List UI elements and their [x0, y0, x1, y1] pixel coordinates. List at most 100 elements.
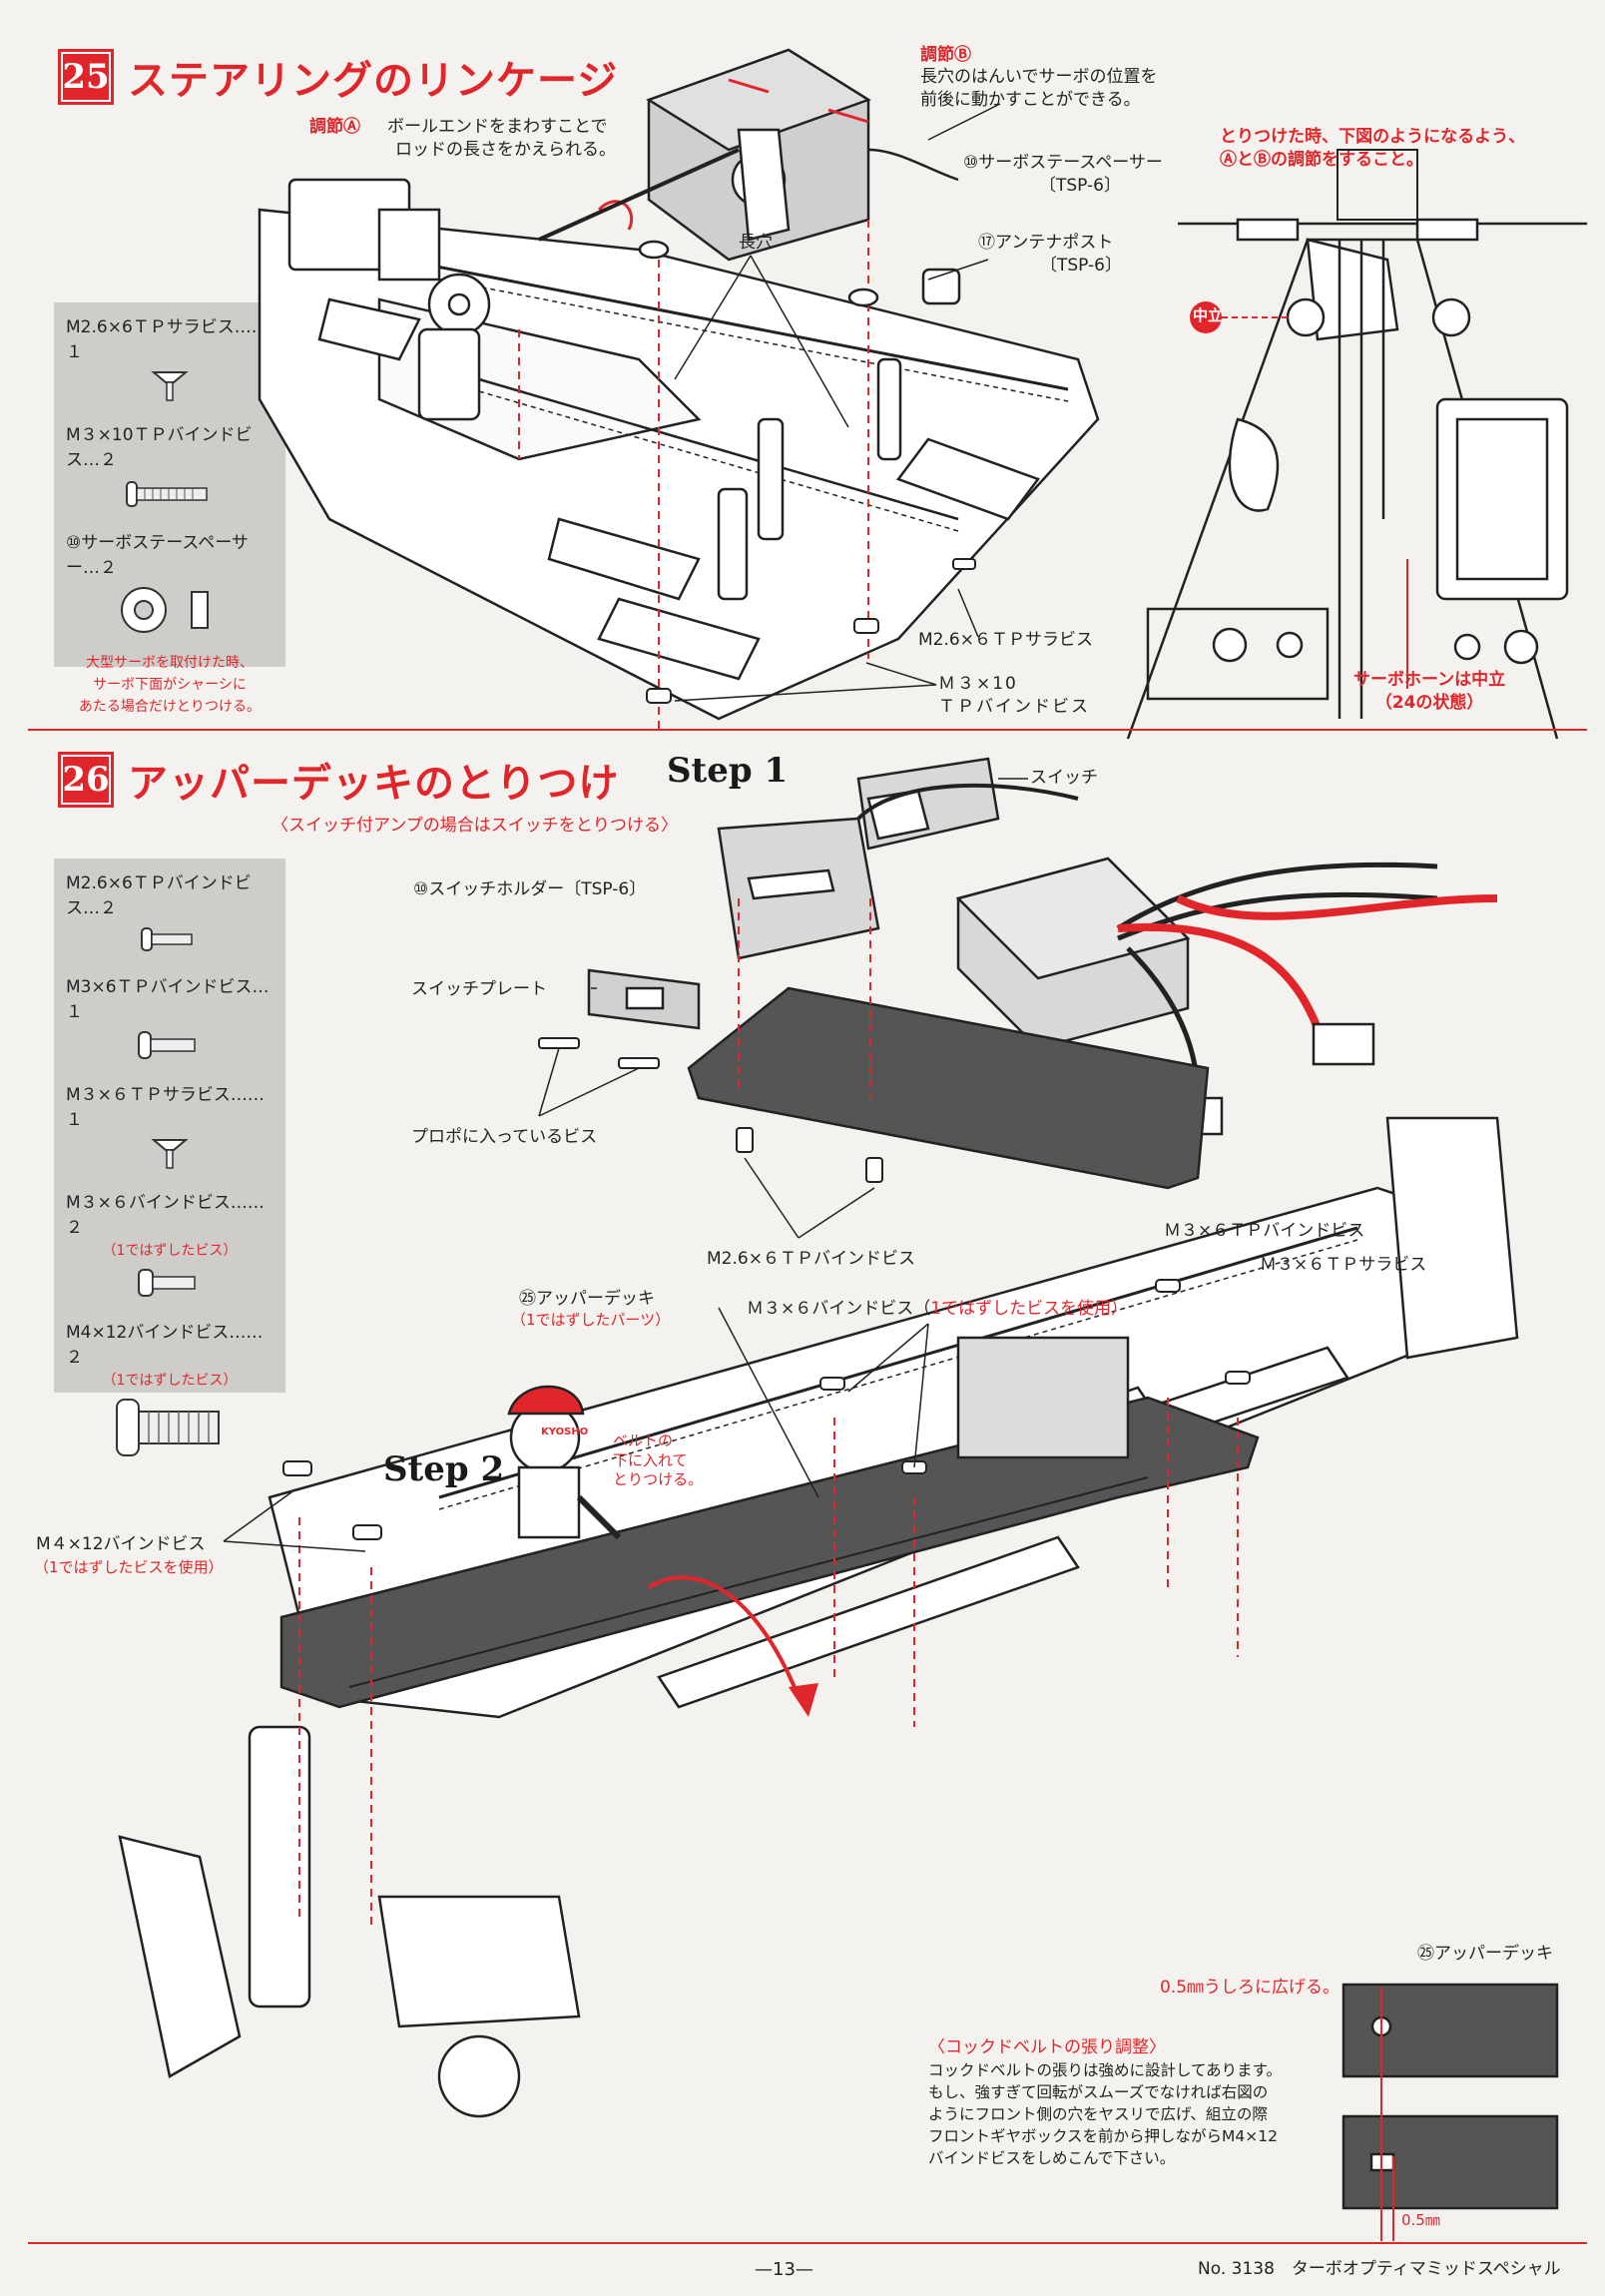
parts-note-line: あたる場合だけとりつける。 — [78, 699, 262, 715]
belt-text-line: フロントギヤボックスを前から押しながらM4×12 — [928, 2127, 1278, 2145]
adjust-a-title: 調節Ⓐ — [309, 117, 360, 137]
parts-note-line: サーボ下面がシャーシに — [93, 677, 247, 693]
part-label: M4×12バインドビス……２ — [66, 1323, 264, 1368]
mascot-cap-text: KYOSHO — [541, 1427, 589, 1437]
right-note-line: とりつけた時、下図のようになるよう、 — [1220, 127, 1526, 147]
deck-label2: ㉕アッパーデッキ — [1417, 1944, 1553, 1964]
belt-adjust-title: 〈コックドベルトの張り調整〉 — [928, 2037, 1166, 2057]
horn-note: サーボホーンは中立 （24の状態） — [1353, 669, 1505, 715]
esc-amp — [955, 857, 1191, 1050]
m412-label: M４×12バインドビス — [36, 1534, 206, 1554]
m26-label: M2.6×６ＴＰバインドビス — [707, 1249, 915, 1269]
m36-bind-note: 1ではずしたビスを使用） — [930, 1299, 1129, 1319]
belt-note-line: とりつける。 — [613, 1470, 704, 1488]
holder-label: ⑩スイッチホルダー〔TSP-6〕 — [413, 879, 647, 899]
right-note: とりつけた時、下図のようになるよう、 ⒶとⒷの調節をすること。 — [1220, 126, 1525, 172]
page-number: —13— — [755, 2259, 813, 2280]
section25-number: 25 — [58, 49, 114, 105]
adjust-a-text: ボールエンドをまわすことで ロッドの長さをかえられる。 — [387, 116, 616, 162]
part-note: （1ではずしたビス） — [102, 1373, 238, 1389]
deck-detail — [1341, 1983, 1559, 2241]
antenna-label-line: 〔TSP-6〕 — [1040, 255, 1123, 276]
section25-parts-box: M2.6×6ＴＰサラビス……１ M３×10ＴＰバインドビス…２ ⑩サーボステース… — [54, 302, 285, 715]
adjust-b-text: 長穴のはんいでサーボの位置を 前後に動かすことができる。 — [920, 66, 1158, 112]
adjust-b-arrows — [728, 78, 869, 124]
belt-text-line: ようにフロント側の穴をヤスリで広げ、組立の際 — [928, 2105, 1268, 2123]
adjust-b-title: 調節Ⓑ — [920, 45, 971, 65]
m36tp-sara-label: Ｍ３×６ＴＰサラビス — [1260, 1255, 1427, 1275]
adjust-b-line: 長穴のはんいでサーボの位置を — [920, 67, 1158, 87]
bind-screw-icon — [141, 927, 193, 951]
switch-note: 〈スイッチ付アンプの場合はスイッチをとりつける〉 — [271, 816, 678, 836]
right-note-line: ⒶとⒷの調節をすること。 — [1220, 149, 1423, 170]
screw-a-label: M2.6×６ＴＰサラビス — [918, 630, 1093, 650]
antenna-label-line: ⑰アンテナポスト — [978, 233, 1114, 253]
adjust-a-line: ロッドの長さをかえられる。 — [395, 139, 616, 160]
m412-note: （1ではずしたビスを使用） — [34, 1558, 224, 1576]
part-label: M３×６ＴＰサラビス……１ — [66, 1085, 265, 1130]
deck-block — [956, 1336, 1130, 1459]
belt-note-line: ベルトの — [613, 1432, 674, 1449]
bind-screw-icon — [138, 1031, 196, 1059]
screw-b-line: ＴＰバインドビス — [938, 696, 1090, 717]
footer-divider — [28, 2242, 1587, 2244]
slot-label: 長穴 — [739, 233, 773, 253]
section-divider — [28, 729, 1587, 731]
switch — [856, 757, 1000, 851]
switch-holder — [717, 817, 880, 960]
m36-bind-label: Ｍ３×６バインドビス（1ではずしたビスを使用） — [747, 1298, 1128, 1321]
belt-adjust-note: 〈コックドベルトの張り調整〉 コックドベルトの張りは強めに設計してあります。 も… — [928, 2032, 1347, 2169]
parts-note-line: 大型サーボを取付けた時、 — [86, 655, 254, 671]
part-label: M３×６バインドビス……２ — [66, 1193, 265, 1238]
posts — [638, 240, 961, 601]
steering-detail-view — [1126, 218, 1587, 740]
shift-note: 0.5㎜うしろに広げる。 — [1160, 1978, 1340, 1998]
part-label: M3×6ＴＰバインドビス…１ — [66, 977, 269, 1022]
spacer-icon — [121, 587, 209, 633]
part-label: ⑩サーボステースペーサー…２ — [66, 533, 249, 578]
m36tp-bind-label: Ｍ３×６ＴＰバインドビス — [1164, 1221, 1365, 1241]
adjust-a-line: ボールエンドをまわすことで — [387, 117, 608, 137]
switch-plate — [587, 968, 701, 1030]
flat-screw-icon — [151, 371, 189, 401]
screw-b-line: Ｍ３×10 — [938, 674, 1018, 694]
adjust-a-arrow — [597, 200, 634, 231]
belt-text-line: バインドビスをしめこんで下さい。 — [928, 2149, 1176, 2167]
connector — [1312, 1022, 1375, 1066]
product-name: No. 3138 ターボオプティマミッドスペシャル — [1198, 2259, 1561, 2279]
deck-note: （1ではずしたパーツ） — [511, 1311, 671, 1329]
part-note: （1ではずしたビス） — [102, 1243, 238, 1259]
section26-heading: 26 アッパーデッキのとりつけ — [58, 751, 619, 809]
part-label: M３×10ＴＰバインドビス…２ — [66, 425, 253, 470]
spacer-label-line: 〔TSP-6〕 — [1039, 175, 1122, 196]
switch-label: スイッチ — [1030, 768, 1098, 788]
belt-note: ベルトの 下に入れて とりつける。 — [613, 1432, 703, 1490]
servo — [646, 48, 959, 262]
red-wire — [1117, 922, 1322, 1030]
mascot — [507, 1385, 622, 1540]
section26-title: アッパーデッキのとりつけ — [128, 761, 620, 807]
part-label: M2.6×6ＴＰサラビス……１ — [66, 317, 268, 362]
horn-note-line: サーボホーンは中立 — [1353, 670, 1506, 690]
m36-bind-text: Ｍ３×６バインドビス（ — [747, 1299, 931, 1319]
front-suspension — [118, 1725, 581, 2118]
belt-note-line: 下に入れて — [613, 1450, 688, 1469]
section25-title: ステアリングのリンケージ — [128, 58, 619, 104]
belt-arrow — [647, 1575, 801, 1698]
bind-screw-icon — [126, 481, 208, 507]
shift-dim: 0.5㎜ — [1401, 2211, 1440, 2229]
antenna-label: ⑰アンテナポスト 〔TSP-6〕 — [978, 232, 1122, 278]
spacer-label-line: ⑩サーボステースペーサー — [963, 153, 1163, 173]
steering-assembly — [287, 178, 491, 421]
center-label: 中立 — [1193, 306, 1224, 324]
bolt-icon — [116, 1399, 220, 1456]
step1-label: Step 1 — [667, 751, 789, 791]
part-label: M2.6×6ＴＰバインドビス…２ — [66, 873, 252, 918]
section26-number: 26 — [58, 752, 114, 808]
section25-heading: 25 ステアリングのリンケージ — [58, 48, 618, 106]
screw-b-label: Ｍ３×10 ＴＰバインドビス — [938, 673, 1090, 719]
step2-label: Step 2 — [383, 1449, 505, 1489]
flat-screw-icon — [151, 1139, 189, 1169]
upper-deck-step2 — [279, 1396, 1260, 1709]
horn-note-line: （24の状態） — [1374, 692, 1484, 713]
